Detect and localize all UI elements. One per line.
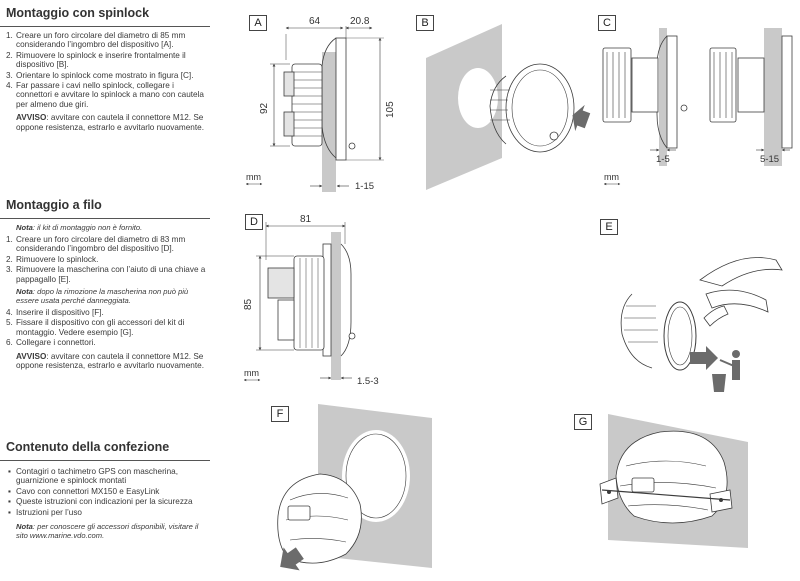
list-item: 3.Rimuovere la mascherina con l’aiuto di… <box>6 265 206 284</box>
figure-a: 64 20.8 92 105 1-15 mm <box>245 16 396 192</box>
list-item: 3.Orientare lo spinlock come mostrato in… <box>6 70 194 80</box>
content-list: ▪Contagiri o tachimetro GPS con mascheri… <box>0 467 210 517</box>
dim-width-label: 81 <box>300 214 312 225</box>
section-contenuto: Contenuto della confezione ▪Contagiri o … <box>0 440 210 543</box>
list-item: ▪Queste istruzioni con indicazioni per l… <box>8 497 193 507</box>
dim-height-right-label: 105 <box>385 101 396 118</box>
figure-b <box>426 24 591 190</box>
figure-label-e: E <box>600 219 618 235</box>
section-filo: Montaggio a filo Nota: il kit di montagg… <box>0 198 210 370</box>
figure-g <box>599 414 748 548</box>
note-text: Nota: il kit di montaggio non è fornito. <box>16 223 143 232</box>
section-divider <box>0 218 210 219</box>
figure-label-b: B <box>416 15 434 31</box>
figure-e <box>620 257 783 392</box>
warning-text: AVVISO: avvitare con cautela il connetto… <box>16 351 204 371</box>
dim-right-label: 5-15 <box>760 154 779 165</box>
list-item: 2.Rimuovere lo spinlock e inserire front… <box>6 50 186 70</box>
dim-left-label: 1-5 <box>656 154 670 165</box>
list-item: ▪Contagiri o tachimetro GPS con mascheri… <box>8 467 179 486</box>
list-item: 1.Creare un foro circolare del diametro … <box>6 235 186 254</box>
figure-label-d: D <box>245 214 263 230</box>
figure-label-f: F <box>271 406 289 422</box>
dim-width-label: 64 <box>309 16 321 27</box>
section-title: Montaggio a filo <box>6 198 102 212</box>
section-title: Contenuto della confezione <box>6 440 170 454</box>
figure-d: 81 85 1.5-3 mm <box>243 214 379 387</box>
dim-height-label: 85 <box>243 298 254 310</box>
note-text: Nota: dopo la rimozione la mascherina no… <box>16 287 189 306</box>
list-item: 4.Inserire il dispositivo [F]. <box>6 308 104 318</box>
unit-label: mm <box>604 172 619 182</box>
dim-panel-label: 1-15 <box>355 181 374 192</box>
figure-label-a: A <box>249 15 267 31</box>
list-item: ▪Cavo con connettori MX150 e EasyLink <box>8 486 160 496</box>
step-list: 1.Creare un foro circolare del diametro … <box>0 31 210 109</box>
step-list: 4.Inserire il dispositivo [F]. 5.Fissare… <box>0 308 210 348</box>
instructions-column: Montaggio con spinlock 1.Creare un foro … <box>0 0 216 581</box>
figure-label-g: G <box>574 414 592 430</box>
figure-label-c: C <box>598 15 616 31</box>
list-item: 5.Fissare il dispositivo con gli accesso… <box>6 318 185 337</box>
unit-label: mm <box>244 368 259 378</box>
list-item: 4.Far passare i cavi nello spinlock, col… <box>6 81 204 109</box>
figure-f <box>277 404 432 571</box>
figure-c: 1-5 5-15 mm <box>602 28 793 186</box>
list-item: 2.Rimuovere lo spinlock. <box>6 254 99 264</box>
step-list: 1.Creare un foro circolare del diametro … <box>0 235 210 284</box>
note-text: Nota: per conoscere gli accessori dispon… <box>16 522 199 541</box>
list-item: 1.Creare un foro circolare del diametro … <box>6 31 186 50</box>
dim-panel-label: 1.5-3 <box>357 376 379 387</box>
dim-depth-label: 20.8 <box>350 16 370 27</box>
warning-text: AVVISO: avvitare con cautela il connetto… <box>16 113 204 132</box>
dim-height-left-label: 92 <box>259 102 270 114</box>
unit-label: mm <box>246 172 261 182</box>
section-spinlock: Montaggio con spinlock 1.Creare un foro … <box>0 6 210 132</box>
list-item: ▪Istruzioni per l’uso <box>8 507 82 517</box>
section-title: Montaggio con spinlock <box>6 6 150 20</box>
list-item: 6.Collegare i connettori. <box>6 338 96 348</box>
section-divider <box>0 460 210 461</box>
section-divider <box>0 26 210 27</box>
